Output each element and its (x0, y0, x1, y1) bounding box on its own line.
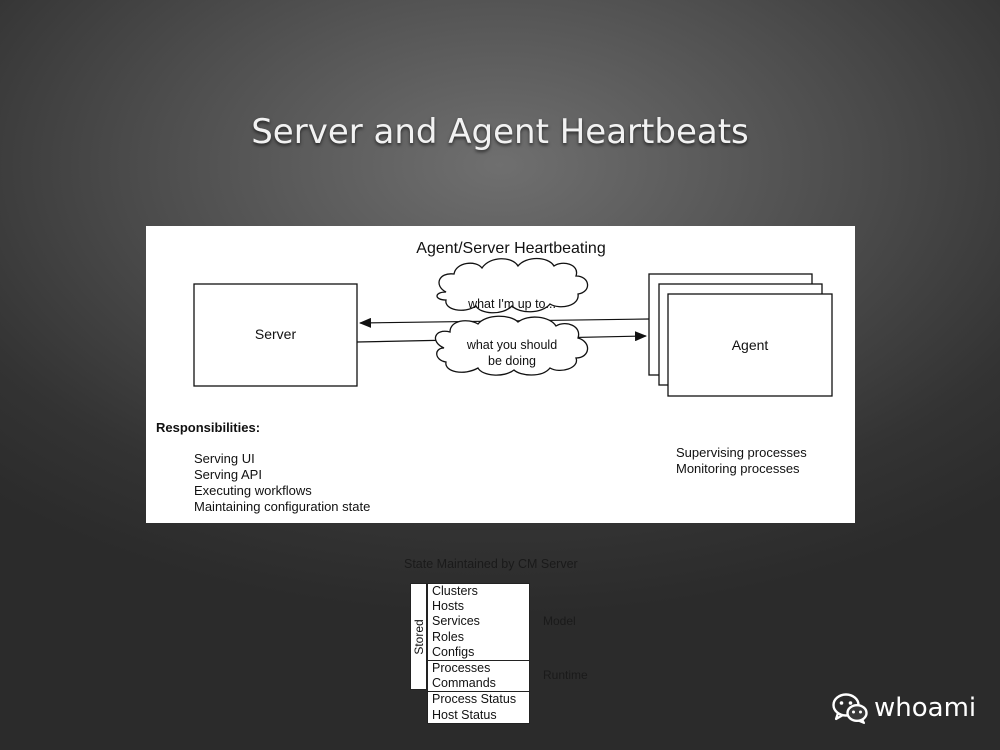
diagram-title: Agent/Server Heartbeating (416, 240, 606, 257)
state-item: Processes (432, 660, 491, 675)
agent-responsibilities-list: Supervising processes Monitoring process… (676, 445, 807, 477)
state-item: Roles (432, 629, 464, 644)
runtime-label: Runtime (543, 668, 588, 682)
state-group-runtime: Processes Commands (428, 660, 529, 693)
state-item: Services (432, 614, 480, 629)
list-item: Serving API (194, 467, 262, 482)
state-item: Commands (432, 676, 496, 691)
server-box (193, 283, 358, 387)
state-title: State Maintained by CM Server (404, 557, 578, 571)
state-table: Clusters Hosts Services Roles Configs Pr… (427, 583, 530, 724)
server-label: Server (254, 326, 297, 342)
diagram-graphics (193, 257, 833, 397)
message-line: what I'm up to... (468, 297, 556, 311)
stored-label: Stored (411, 618, 426, 655)
state-item: Configs (432, 644, 475, 659)
message-line: what you should (466, 338, 558, 352)
message-cloud-2-text: what you should be doing (434, 337, 590, 369)
state-item: Host Status (432, 707, 497, 722)
state-item: Process Status (432, 692, 517, 707)
model-label: Model (543, 614, 576, 628)
agent-label: Agent (731, 337, 769, 353)
slide-title: Server and Agent Heartbeats (251, 112, 749, 152)
state-block: State Maintained by CM Server Stored Clu… (400, 555, 620, 725)
watermark-text: whoami (874, 693, 977, 723)
agent-box-front (667, 293, 833, 397)
list-item: Monitoring processes (676, 461, 800, 476)
state-item: Hosts (432, 599, 464, 614)
message-cloud-1 (436, 257, 589, 314)
responsibilities-heading: Responsibilities: (156, 420, 261, 435)
state-group-model: Clusters Hosts Services Roles Configs (428, 584, 529, 661)
list-item: Executing workflows (194, 483, 312, 498)
list-item: Supervising processes (676, 445, 807, 460)
watermark: whoami (832, 690, 976, 726)
message-cloud-1-text: what I'm up to... (434, 296, 590, 312)
state-group-status: Process Status Host Status (428, 692, 529, 722)
list-item: Serving UI (194, 451, 255, 466)
message-cloud-2 (434, 315, 589, 376)
list-item: Maintaining configuration state (194, 499, 371, 514)
heartbeat-diagram: Agent/Server Heartbeating Server Agent w… (146, 226, 855, 523)
server-responsibilities-list: Serving UI Serving API Executing workflo… (194, 451, 370, 515)
state-item: Clusters (432, 584, 478, 598)
wechat-icon (832, 693, 868, 724)
stored-column: Stored (410, 583, 427, 690)
message-line: be doing (488, 354, 536, 368)
